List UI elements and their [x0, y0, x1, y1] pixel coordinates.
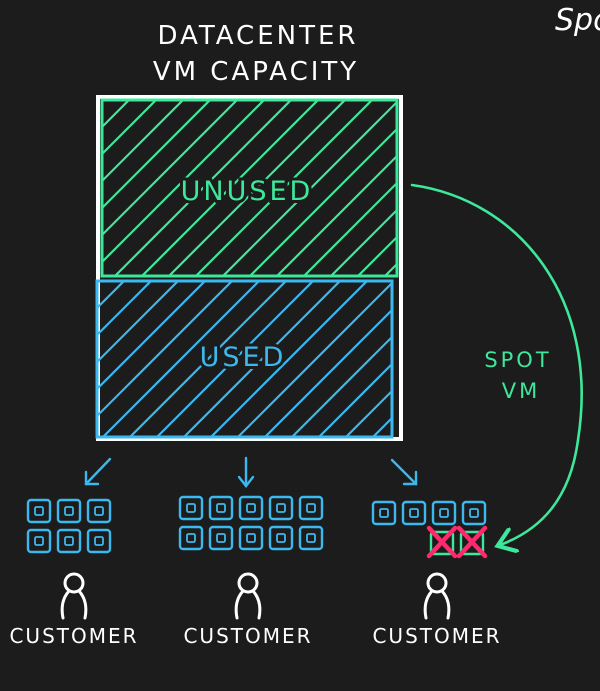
vm-icon [268, 525, 294, 551]
customer-groups: CUSTOMER CUSTOMER CUSTOMER [9, 495, 501, 648]
vm-icon [86, 498, 112, 524]
allocation-arrow-1 [84, 457, 112, 486]
person-icon [234, 572, 262, 620]
vm-icon [268, 495, 294, 521]
unused-label: UNUSED [181, 176, 314, 207]
vm-icon [238, 495, 264, 521]
vm-icon [298, 495, 324, 521]
allocation-arrow-2 [237, 456, 255, 488]
vm-icon [26, 498, 52, 524]
spot-vm-arrow [410, 183, 583, 545]
corner-text: Spo [555, 3, 600, 38]
spot-vm-icon [429, 530, 455, 556]
capacity-box-outline [96, 95, 403, 441]
used-section [95, 279, 394, 439]
customer-label: CUSTOMER [9, 624, 138, 648]
vm-icon [208, 525, 234, 551]
title-line-1: DATACENTER [158, 21, 359, 51]
vm-icon [56, 528, 82, 554]
vm-icon [431, 500, 457, 526]
evicted-x-icon [426, 525, 458, 559]
vm-icon [178, 495, 204, 521]
vm-icon [26, 528, 52, 554]
used-label: USED [200, 342, 287, 373]
customer-group: CUSTOMER [178, 495, 324, 648]
evicted-x-icon [456, 525, 488, 559]
spot-label-line-2: VM [502, 379, 540, 403]
vm-icon [371, 500, 397, 526]
vm-icon [401, 500, 427, 526]
customer-group: CUSTOMER [9, 498, 138, 648]
vm-icon [461, 500, 487, 526]
customer-label: CUSTOMER [372, 624, 501, 648]
person-icon [60, 572, 88, 620]
vm-icon [178, 525, 204, 551]
unused-section [100, 98, 399, 278]
customer-group: CUSTOMER [371, 500, 501, 648]
allocation-arrow-3 [390, 458, 418, 486]
vm-icon [238, 525, 264, 551]
vm-icon [56, 498, 82, 524]
vm-icon [208, 495, 234, 521]
vm-icon [298, 525, 324, 551]
spot-vm-icon [459, 530, 485, 556]
person-icon [423, 572, 451, 620]
customer-label: CUSTOMER [183, 624, 312, 648]
title-line-2: VM CAPACITY [153, 57, 359, 87]
spot-label-line-1: SPOT [484, 348, 551, 372]
vm-icon [86, 528, 112, 554]
